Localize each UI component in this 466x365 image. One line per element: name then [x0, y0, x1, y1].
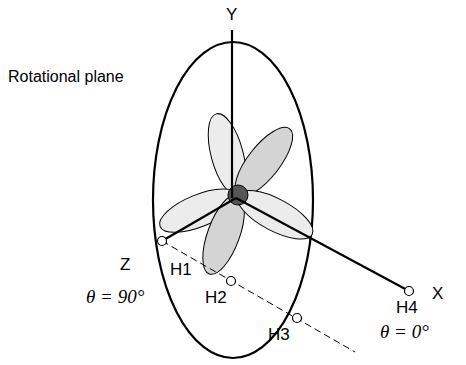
point-h1 [158, 237, 167, 246]
point-label: H3 [268, 326, 290, 345]
propeller-blades [154, 110, 320, 280]
angle-label: θ = 90° [86, 287, 144, 308]
point-label: H2 [205, 289, 227, 308]
axis-label: Y [226, 6, 237, 25]
axis-label: X [432, 285, 443, 304]
blade [225, 119, 302, 205]
y-axis [231, 30, 233, 198]
point-h3 [293, 314, 302, 323]
point-h2 [227, 277, 236, 286]
angle-label: θ = 0° [380, 322, 429, 343]
point-h4 [405, 287, 414, 296]
x-axis [236, 198, 409, 291]
z-axis [162, 198, 236, 241]
measurement-line [162, 241, 355, 352]
point-label: H4 [396, 299, 418, 318]
axis-label: Z [120, 256, 130, 275]
point-label: H1 [170, 261, 192, 280]
plane-label: Rotational plane [8, 68, 124, 86]
